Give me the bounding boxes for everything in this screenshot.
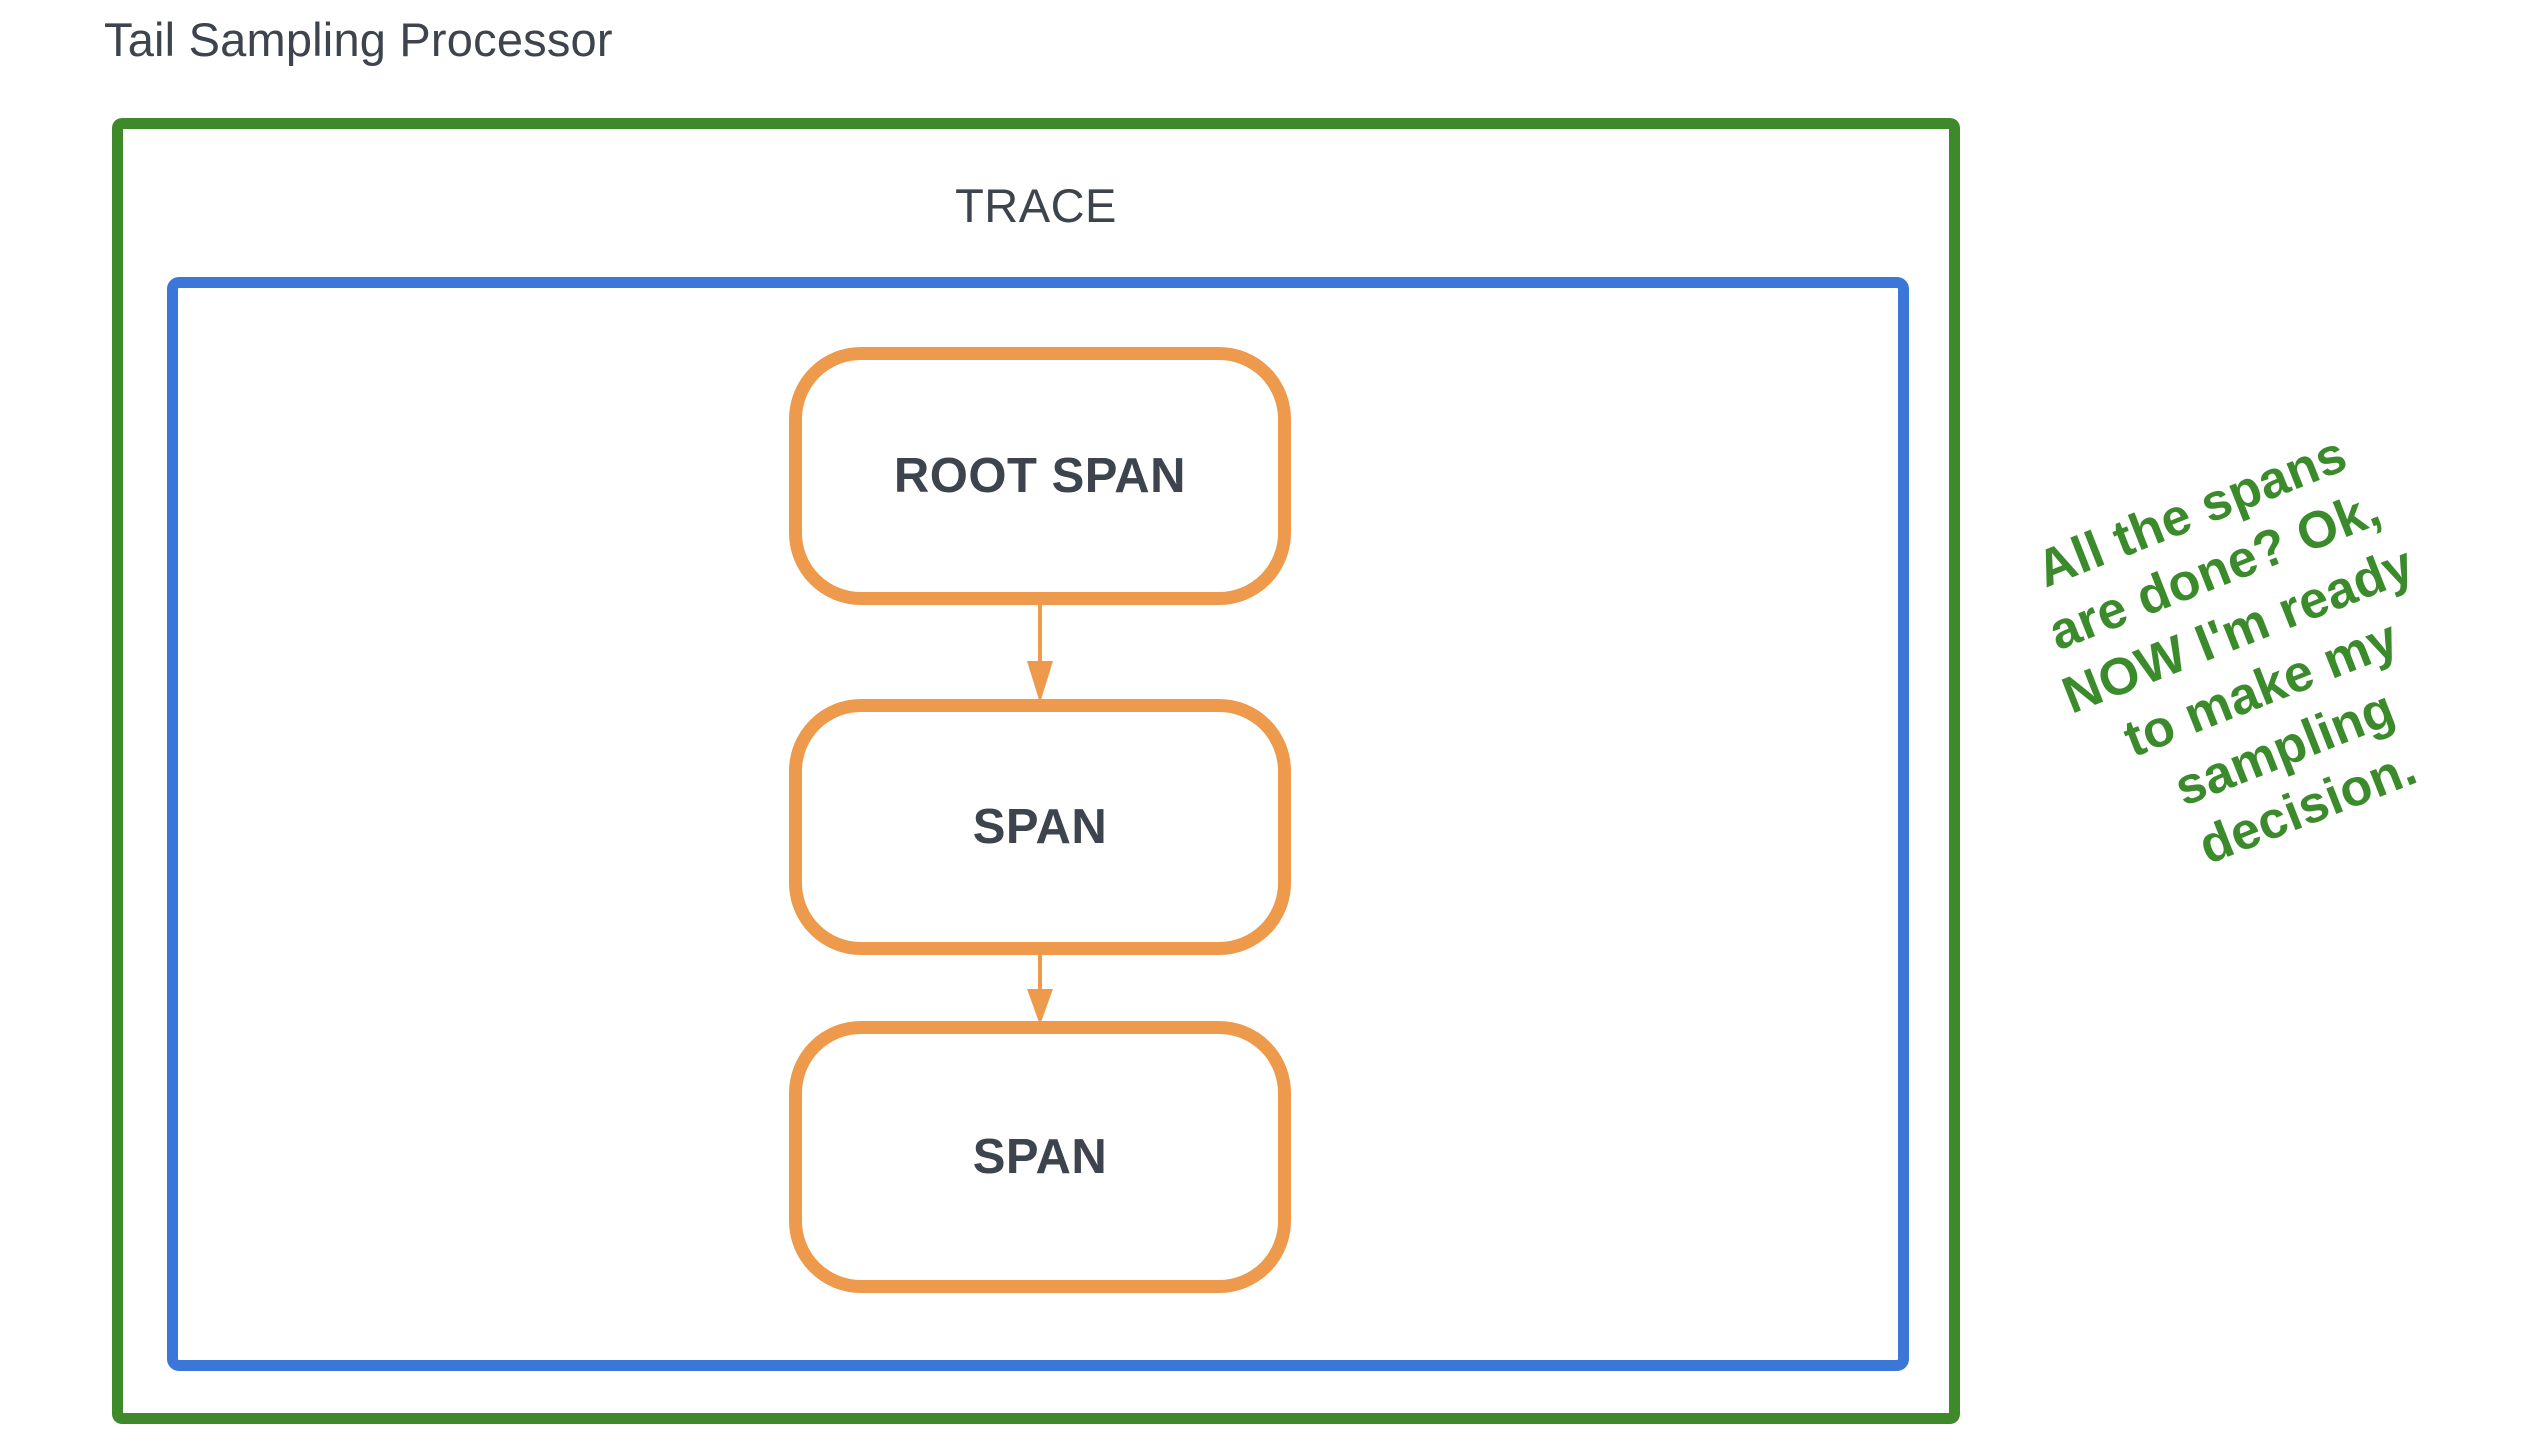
span-node-leaf-label: SPAN — [972, 1130, 1108, 1184]
span-node-middle-label: SPAN — [972, 800, 1108, 854]
sampling-decision-annotation: All the spans are done? Ok, NOW I'm read… — [1938, 388, 2542, 933]
page-title: Tail Sampling Processor — [104, 13, 613, 66]
trace-frame — [167, 277, 1909, 1371]
span-node-leaf[interactable]: SPAN — [789, 1021, 1291, 1293]
span-node-root[interactable]: ROOT SPAN — [789, 347, 1291, 605]
tail-sampling-processor-frame — [112, 118, 1960, 1424]
arrow-span-to-span — [1027, 953, 1053, 1025]
span-node-middle[interactable]: SPAN — [789, 699, 1291, 955]
arrow-root-span-to-span — [1027, 603, 1053, 703]
trace-label: TRACE — [955, 179, 1117, 232]
span-node-root-label: ROOT SPAN — [893, 449, 1187, 503]
